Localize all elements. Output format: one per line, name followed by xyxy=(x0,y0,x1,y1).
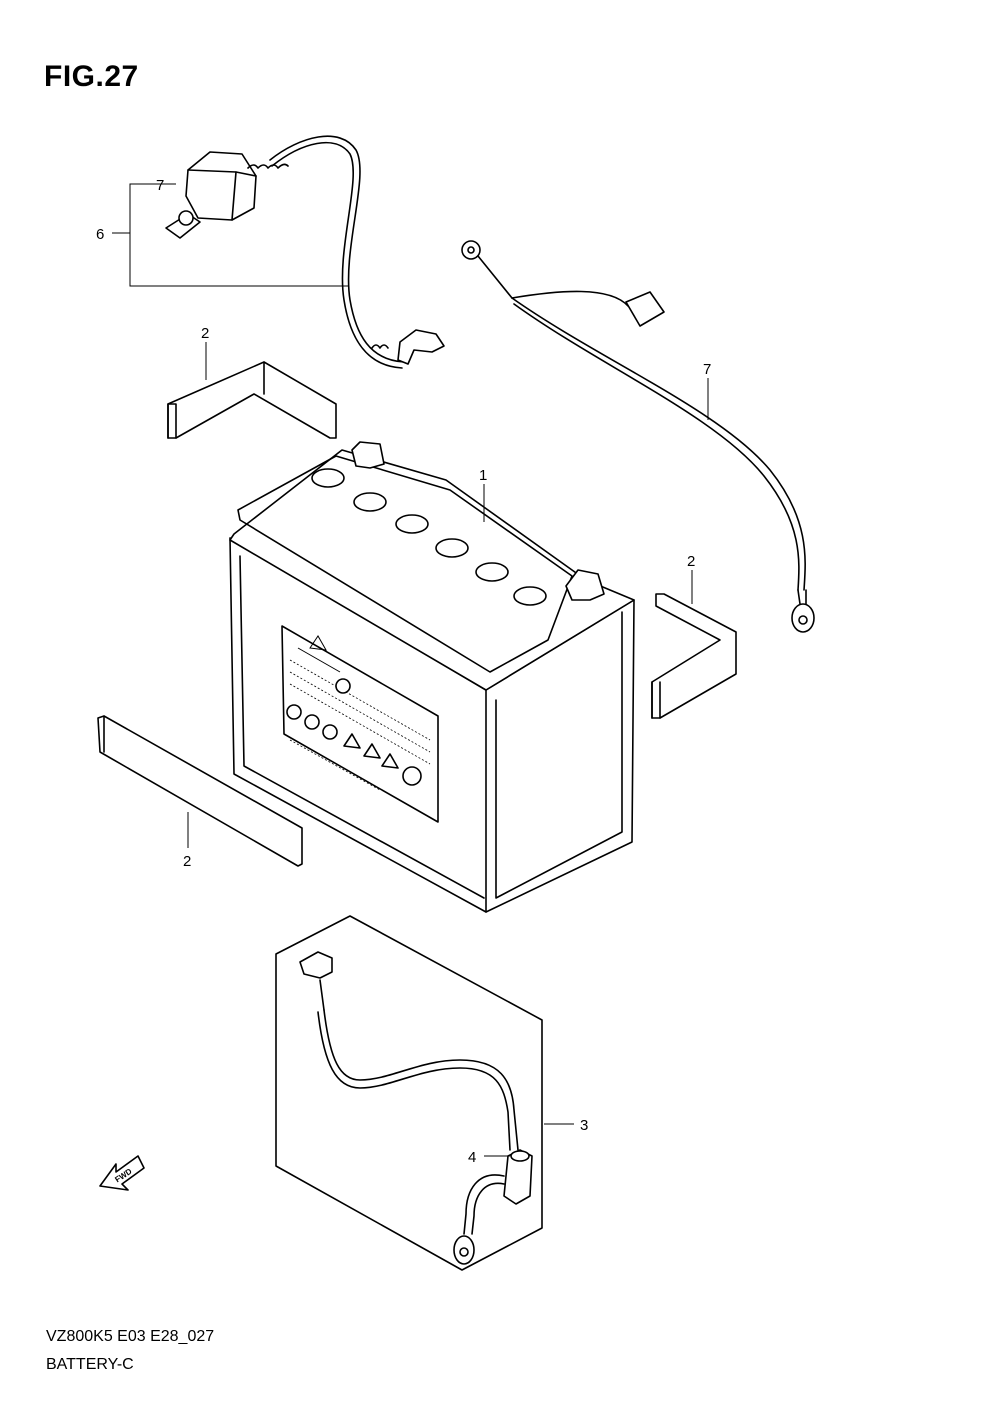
section-name: BATTERY-C xyxy=(46,1356,134,1373)
callout-1: 1 xyxy=(479,467,487,484)
callout-2-top: 2 xyxy=(201,325,209,342)
callout-6: 7 xyxy=(156,177,164,194)
battery xyxy=(229,441,635,913)
model-code: VZ800K5 E03 E28_027 xyxy=(46,1328,215,1345)
pad-right xyxy=(651,593,737,719)
callout-4: 4 xyxy=(468,1149,476,1166)
fwd-arrow-icon: FWD xyxy=(99,1155,145,1191)
callout-2-right: 2 xyxy=(687,553,695,570)
callout-5: 6 xyxy=(96,226,104,243)
callout-3: 3 xyxy=(580,1117,588,1134)
battery-case-assembly xyxy=(275,915,543,1271)
callout-2-bottom: 2 xyxy=(183,853,191,870)
callout-7: 7 xyxy=(703,361,711,378)
lead-wire-assembly xyxy=(461,240,815,633)
fuse-cable-assembly xyxy=(112,135,445,369)
pad-bottom-left xyxy=(97,715,303,867)
pad-top-left xyxy=(167,361,337,439)
figure-title: FIG.27 xyxy=(44,60,139,93)
